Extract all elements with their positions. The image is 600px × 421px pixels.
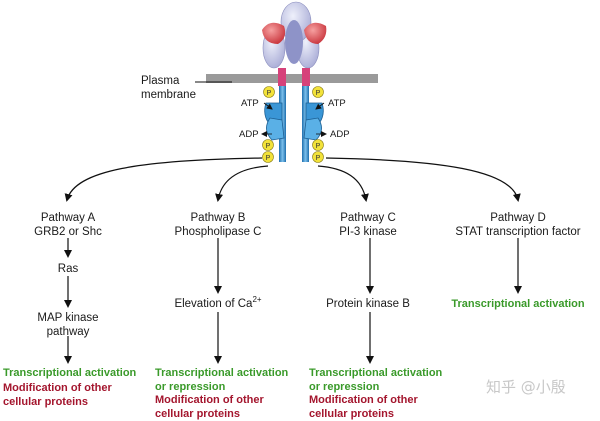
phosphate-label: P xyxy=(316,143,321,150)
membrane-label: Plasma membrane xyxy=(141,74,196,102)
pathway-c-outcome-red: Modification of other cellular proteins xyxy=(309,393,418,421)
pathway-c-step-pkb: Protein kinase B xyxy=(326,298,410,310)
pathway-a-step-map: MAP kinase pathway xyxy=(37,311,98,339)
pathway-b-outcome-red-line2: cellular proteins xyxy=(155,408,240,420)
pathway-b-outcome-green-line1: Transcriptional activation xyxy=(155,367,289,379)
pathway-c-outcome-green-line1: Transcriptional activation xyxy=(309,367,443,379)
phosphate-icon: P xyxy=(312,139,324,151)
arrow-to-pathway-a xyxy=(64,157,263,202)
pathway-d-subtitle: STAT transcription factor xyxy=(455,226,581,238)
phosphate-label: P xyxy=(267,90,272,97)
pathway-c-title: Pathway C xyxy=(340,212,396,224)
phosphate-label: P xyxy=(266,143,271,150)
pathway-b-outcome-green-line2: or repression xyxy=(155,381,226,393)
phosphate-icon: P xyxy=(312,151,324,163)
membrane-label-line1: Plasma xyxy=(141,75,180,87)
watermark: 知乎 @小殷 xyxy=(486,378,566,396)
pathway-a-outcome-red: Modification of other cellular proteins xyxy=(3,381,112,409)
pathway-a-header: Pathway A GRB2 or Shc xyxy=(34,211,102,239)
pathway-a-step-ras: Ras xyxy=(57,263,79,275)
phosphate-label: P xyxy=(316,90,321,97)
pathway-a-step-map-line2: pathway xyxy=(46,326,90,338)
phosphate-label: P xyxy=(316,155,321,162)
kinase-domains xyxy=(264,102,324,141)
atp-left-label: ATP xyxy=(241,98,259,109)
phosphate-icon: P xyxy=(262,151,274,163)
pathway-d-header: Pathway D STAT transcription factor xyxy=(455,211,580,239)
receptor-tm-left xyxy=(278,68,286,86)
pathway-b-step-text: Elevation of Ca xyxy=(174,298,253,310)
pathway-c-outcome-green: Transcriptional activation or repression xyxy=(309,366,442,394)
phosphate-groups: P P P P P P xyxy=(262,86,324,163)
atp-right-arrow xyxy=(315,102,325,110)
pathway-a-outcome-red-line2: cellular proteins xyxy=(3,396,88,408)
atp-left-arrow xyxy=(263,102,273,110)
phosphate-icon: P xyxy=(262,139,274,151)
pathway-a-outcome-green: Transcriptional activation xyxy=(3,367,137,379)
pathway-b-header: Pathway B Phospholipase C xyxy=(175,211,262,239)
pathway-b-outcome-red-line1: Modification of other xyxy=(155,394,264,406)
atp-right-label: ATP xyxy=(328,98,346,109)
pathway-a-title: Pathway A xyxy=(40,212,96,224)
pathway-b-title: Pathway B xyxy=(190,212,246,224)
pathway-b-outcome-green: Transcriptional activation or repression xyxy=(155,366,288,394)
pathway-c-outcome-green-line2: or repression xyxy=(309,381,380,393)
adp-right-label: ADP xyxy=(330,129,350,140)
adp-left-label: ADP xyxy=(239,129,259,140)
pathway-b-step-sup: 2+ xyxy=(252,295,262,305)
receptor-tm-right xyxy=(302,68,310,86)
pathway-c-outcome-red-line1: Modification of other xyxy=(309,394,418,406)
plasma-membrane xyxy=(206,74,378,83)
arrow-to-pathway-d xyxy=(325,157,521,202)
pathway-d-outcome-green: Transcriptional activation xyxy=(451,298,585,310)
pathway-c-outcome-red-line2: cellular proteins xyxy=(309,408,394,420)
pathway-c-subtitle: PI-3 kinase xyxy=(339,226,397,238)
phosphate-icon: P xyxy=(263,86,275,98)
pathway-b-subtitle: Phospholipase C xyxy=(174,226,262,238)
membrane-label-line2: membrane xyxy=(141,89,196,101)
pathway-b-step-calcium: Elevation of Ca2+ xyxy=(174,295,262,311)
pathway-a-step-map-line1: MAP kinase xyxy=(37,312,99,324)
pathway-b-outcome-red: Modification of other cellular proteins xyxy=(155,393,264,421)
phosphate-label: P xyxy=(266,155,271,162)
phosphate-icon: P xyxy=(312,86,324,98)
arrow-to-pathway-c xyxy=(317,165,369,202)
pathway-a-subtitle: GRB2 or Shc xyxy=(34,226,102,238)
pathway-a-outcome-red-line1: Modification of other xyxy=(3,382,112,394)
arrow-to-pathway-b xyxy=(215,165,269,202)
pathway-d-title: Pathway D xyxy=(490,212,546,224)
ligand-dimer xyxy=(262,1,327,69)
pathway-c-header: Pathway C PI-3 kinase xyxy=(339,211,397,239)
